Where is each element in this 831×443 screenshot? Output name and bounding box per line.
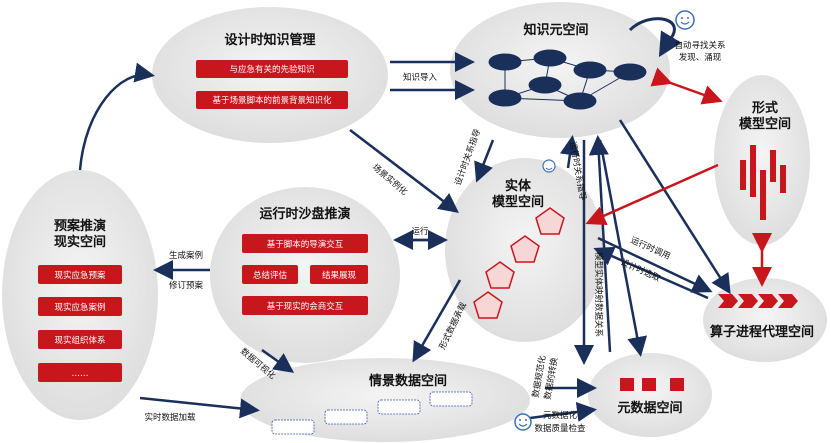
plan-space-title-2: 现实空间 (54, 234, 106, 250)
graph-node (563, 92, 597, 110)
scenario-data-title: 情景数据空间 (369, 373, 447, 389)
design-kb-item-1-box (196, 60, 348, 78)
label-meta-quality-1: 元数据化 (543, 410, 578, 421)
graph-node (488, 53, 522, 71)
graph-node (533, 49, 567, 67)
runtime-item-3: 结果展现 (322, 270, 357, 281)
runtime-item-4: 基于现实的会商交互 (267, 301, 344, 312)
graph-node (613, 63, 647, 81)
plan-item-4-box (38, 363, 122, 382)
formal-model-title-1: 形式 (752, 100, 778, 116)
runtime-item-4-box (242, 296, 368, 315)
runtime-item-2-box (242, 265, 298, 284)
plan-item-1-box (38, 265, 122, 284)
edge-data-visualize (261, 348, 295, 373)
knowledge-graph (488, 49, 647, 110)
plan-space-title-1: 预案推演 (54, 218, 106, 234)
graph-node (488, 89, 522, 107)
edge-meta-quality (529, 402, 597, 422)
metadata-space-ellipse (588, 353, 712, 437)
plan-item-4: …… (72, 369, 89, 379)
formal-model-title-2: 模型空间 (739, 116, 791, 132)
design-kb-item-2: 基于场景脚本的前景背景知识化 (212, 95, 332, 106)
edge-scenario-instantiate (349, 129, 459, 214)
plan-item-2-box (38, 297, 122, 316)
label-scenario-instantiate: 场景实例化 (370, 162, 410, 198)
label-runtime-call: 运行时调用 (629, 235, 672, 262)
design-kb-item-1: 与应急有关的先验知识 (229, 64, 314, 75)
edge-formal-entity (585, 163, 719, 226)
edge-formal-data (412, 279, 462, 363)
edges (78, 52, 731, 422)
entity-model-title-2: 模型空间 (492, 194, 544, 210)
self-loop-arrow (628, 17, 682, 58)
meta-space-note-1: 自动寻找关系 (674, 40, 725, 51)
label-realtime-load: 实时数据加载 (144, 412, 196, 423)
red-edges (585, 67, 772, 287)
data-pages-icon (271, 391, 473, 435)
edge-cycle-up (78, 62, 155, 171)
operator-proxy-title: 算子进程代理空间 (710, 324, 814, 340)
label-formal-data: 形式数据承载 (437, 300, 469, 351)
edge-meta-formal (650, 67, 723, 105)
edge-metadata-up (588, 135, 612, 353)
label-meta-quality-2: 数据质量检查 (534, 423, 586, 434)
graph-node (573, 61, 607, 79)
operator-proxy-ellipse (703, 278, 827, 362)
metadata-space-title: 元数据空间 (617, 400, 682, 416)
chevron-arrows-icon (718, 294, 798, 308)
edge-meta-to-metadata (598, 139, 648, 357)
design-kb-title: 设计时知识管理 (224, 32, 315, 48)
edge-realtime-load (139, 396, 260, 419)
label-revise-plan: 修订预案 (169, 280, 204, 291)
design-kb-item-2-box (196, 91, 348, 109)
edge-design-select (593, 246, 709, 300)
smiley-icon (675, 10, 695, 30)
edge-runtime-call (597, 236, 713, 293)
edge-design-relation (474, 139, 495, 183)
pentagon-entities-icon (473, 207, 565, 319)
label-generate-case: 生成案例 (169, 250, 203, 261)
runtime-item-3-box (310, 265, 368, 284)
plan-item-3: 现实组织体系 (54, 335, 105, 346)
runtime-item-1: 基于脚本的导演交互 (267, 239, 344, 250)
edge-meta-to-proxy (618, 119, 731, 295)
plan-item-1: 现实应急预案 (54, 270, 106, 281)
entity-model-title-1: 实体 (505, 178, 532, 194)
red-cubes-icon (620, 378, 684, 391)
runtime-item-1-box (242, 234, 368, 253)
plan-item-2: 现实应急案例 (54, 302, 105, 313)
label-model-entity: 模型实体映射数据关系 (593, 252, 604, 337)
runtime-item-2: 总结评估 (253, 270, 288, 281)
meta-space-title: 知识元空间 (523, 22, 588, 38)
formal-model-bars-icon (740, 145, 786, 220)
runtime-sandbox-ellipse (210, 187, 400, 363)
smiley-icon (514, 413, 532, 431)
edge-runtime-relation (559, 135, 580, 169)
runtime-sandbox-title: 运行时沙盘推演 (259, 206, 350, 222)
plan-space-ellipse (2, 170, 158, 420)
plan-item-3-box (38, 330, 122, 349)
smiley-icon (542, 159, 556, 173)
graph-node (528, 76, 562, 94)
meta-space-note-2: 发现、涌现 (679, 52, 722, 63)
formal-model-ellipse (714, 75, 810, 245)
label-run: 运行 (411, 226, 429, 237)
label-knowledge-import: 知识导入 (403, 72, 438, 83)
